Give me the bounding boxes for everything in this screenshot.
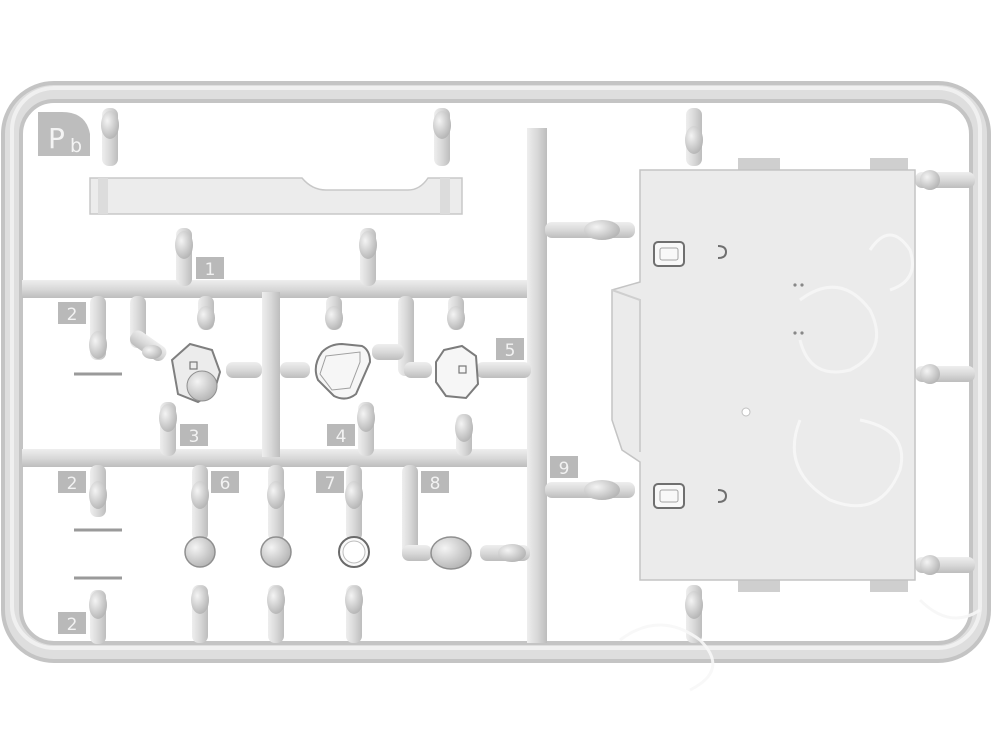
sprue-runners <box>22 128 547 643</box>
sprue-frame <box>1 81 991 663</box>
part-1-beam <box>89 177 463 215</box>
part-label-2b: 2 <box>67 474 78 494</box>
sprue-id-tag: P b <box>38 112 90 157</box>
part-number-tags: 1 2 3 4 5 6 7 8 9 2 2 <box>58 257 578 635</box>
part-label-8: 8 <box>430 474 441 494</box>
part-label-9: 9 <box>559 459 570 479</box>
watermark-scroll <box>619 233 981 692</box>
part-label-2a: 2 <box>67 305 78 325</box>
part-label-6: 6 <box>220 474 231 494</box>
sprue-knobs <box>89 111 940 619</box>
sprue-letter-sub: b <box>70 135 82 157</box>
part-2-bars <box>74 372 122 580</box>
part-label-7: 7 <box>325 474 336 494</box>
part-label-1: 1 <box>205 260 216 280</box>
part-label-3: 3 <box>189 427 200 447</box>
part-4-triangle-frame <box>314 342 372 400</box>
part-label-5: 5 <box>505 341 516 361</box>
sprue-letter-main: P <box>48 122 65 155</box>
part-label-4: 4 <box>336 427 347 447</box>
part-label-2c: 2 <box>67 615 78 635</box>
part-6-knob <box>184 536 216 568</box>
part-5-bracket <box>435 344 480 400</box>
part-7-ring <box>338 536 370 568</box>
part-8-disk <box>430 536 472 570</box>
part-9-plate <box>611 158 916 592</box>
part-3-bracket <box>142 342 222 404</box>
part-6b-knob <box>260 536 292 568</box>
